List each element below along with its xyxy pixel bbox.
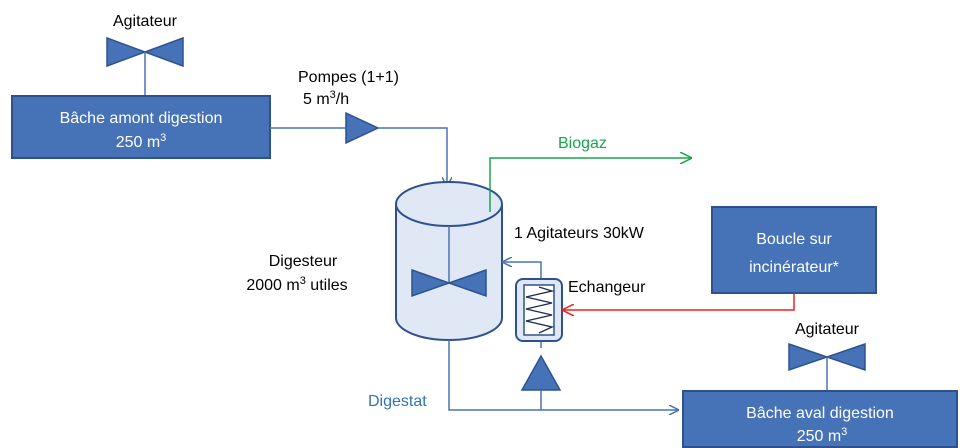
- downstream-tank-box: [682, 390, 958, 448]
- upstream-tank-box: [11, 95, 271, 159]
- hot-loop-pipe: [563, 293, 795, 310]
- loop-label-line2: incinérateur*: [749, 259, 839, 276]
- biogas-pipe: [489, 158, 691, 212]
- agitators-30kw-label: 1 Agitateurs 30kW: [514, 225, 645, 242]
- digestate-label: Digestat: [368, 393, 427, 410]
- digester-label-line1: Digesteur: [269, 253, 338, 270]
- agitator-top-left: [106, 36, 184, 96]
- pump-icon: [345, 111, 380, 145]
- heat-exchanger-icon: [515, 278, 563, 342]
- agitator-bottom-right: [788, 342, 866, 391]
- digestate-pipe: [448, 340, 678, 410]
- digester-label-line2: 2000 m3 utiles: [246, 275, 347, 294]
- loop-label-line1: Boucle sur: [756, 231, 832, 248]
- digester-vessel: [395, 181, 503, 341]
- exchanger-label: Echangeur: [568, 279, 646, 296]
- upstream-tank-label-line2: 250 m3: [116, 132, 167, 151]
- agitator-right-label: Agitateur: [795, 321, 860, 338]
- incinerator-loop-box: [711, 206, 877, 294]
- upstream-tank-label-line1: Bâche amont digestion: [60, 110, 223, 127]
- downstream-tank-label-line2: 250 m3: [797, 426, 848, 445]
- recirculation-pump-icon: [520, 354, 562, 391]
- pipe-pump-to-digester: [378, 127, 447, 186]
- downstream-tank-label-line1: Bâche aval digestion: [746, 405, 894, 422]
- agitator-top-label: Agitateur: [113, 13, 178, 30]
- biogas-label: Biogaz: [558, 135, 607, 152]
- pumps-label-line2: 5 m3/h: [303, 89, 349, 108]
- pumps-label-line1: Pompes (1+1): [298, 69, 399, 86]
